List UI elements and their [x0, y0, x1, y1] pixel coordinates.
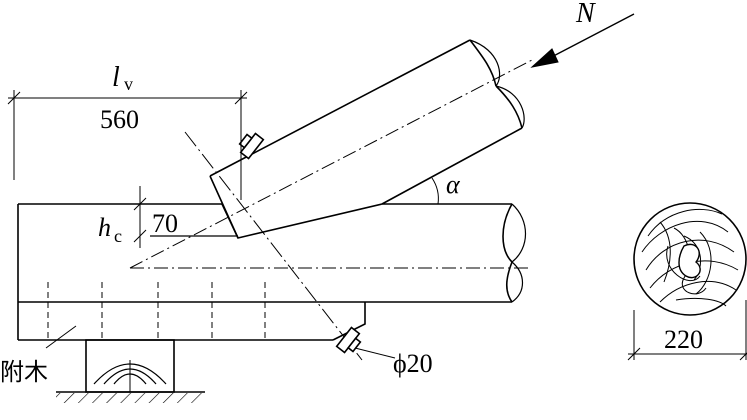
- dimension-section: [627, 300, 747, 361]
- support-block: [85, 339, 175, 393]
- angle-label: α: [446, 170, 461, 199]
- dimension-hc: [133, 186, 147, 248]
- angle-arc: [431, 177, 439, 205]
- ground: [56, 391, 205, 403]
- section-width-label: 220: [664, 325, 703, 354]
- hc-symbol: h: [98, 213, 111, 242]
- aux-wood-label: 附木: [0, 358, 48, 386]
- lv-subscript: v: [124, 74, 133, 94]
- inclined-strut: [209, 39, 525, 239]
- hc-subscript: c: [114, 226, 122, 246]
- hc-value: 70: [152, 209, 178, 238]
- bolt-label: ϕ20: [393, 349, 433, 378]
- bolt: [184, 131, 396, 361]
- force-label: N: [575, 0, 596, 29]
- hidden-lines: [47, 282, 266, 340]
- lv-value: 560: [100, 105, 139, 134]
- dimension-lv: [7, 90, 248, 200]
- force-arrow: [530, 13, 635, 68]
- lv-symbol: l: [112, 62, 120, 93]
- tie-beam: [17, 203, 526, 341]
- aux-wood-leader: [45, 325, 77, 349]
- bolster-plate: [332, 302, 366, 341]
- center-lines: [129, 59, 533, 269]
- log-cross-section: [633, 202, 747, 316]
